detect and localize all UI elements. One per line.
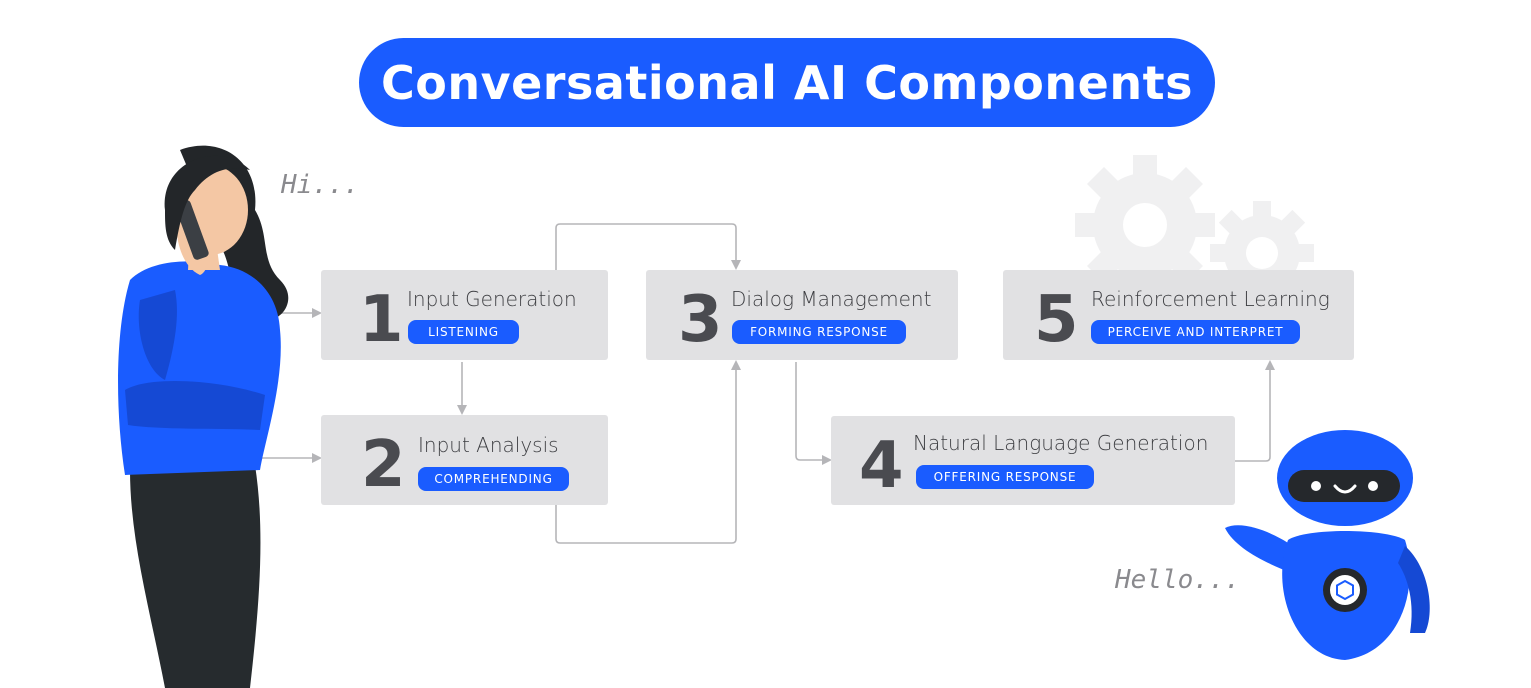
step-number: 4	[859, 429, 904, 503]
step-label: Natural Language Generation	[913, 431, 1209, 455]
step-4-natural-language-generation: 4 Natural Language Generation OFFERING R…	[831, 416, 1235, 505]
step-label: Input Analysis	[418, 433, 559, 457]
step-tag: PERCEIVE AND INTERPRET	[1091, 320, 1300, 344]
diagram-title: Conversational AI Components	[381, 55, 1193, 110]
bot-speech: Hello...	[1115, 565, 1241, 595]
step-number: 5	[1034, 283, 1079, 357]
step-number: 3	[678, 283, 723, 357]
robot-illustration	[1225, 430, 1430, 660]
title-banner: Conversational AI Components	[359, 38, 1215, 127]
step-tag: FORMING RESPONSE	[732, 320, 906, 344]
woman-on-phone-illustration	[118, 145, 289, 688]
step-tag: LISTENING	[408, 320, 519, 344]
step-tag: COMPREHENDING	[418, 467, 569, 491]
step-1-input-generation: 1 Input Generation LISTENING	[321, 270, 608, 360]
step-5-reinforcement-learning: 5 Reinforcement Learning PERCEIVE AND IN…	[1003, 270, 1354, 360]
step-number: 2	[361, 428, 406, 502]
step-label: Reinforcement Learning	[1091, 287, 1330, 311]
step-2-input-analysis: 2 Input Analysis COMPREHENDING	[321, 415, 608, 505]
step-label: Dialog Management	[731, 287, 932, 311]
user-speech: Hi...	[281, 170, 360, 200]
step-tag: OFFERING RESPONSE	[916, 465, 1094, 489]
step-label: Input Generation	[407, 287, 577, 311]
step-number: 1	[359, 283, 404, 357]
step-3-dialog-management: 3 Dialog Management FORMING RESPONSE	[646, 270, 958, 360]
